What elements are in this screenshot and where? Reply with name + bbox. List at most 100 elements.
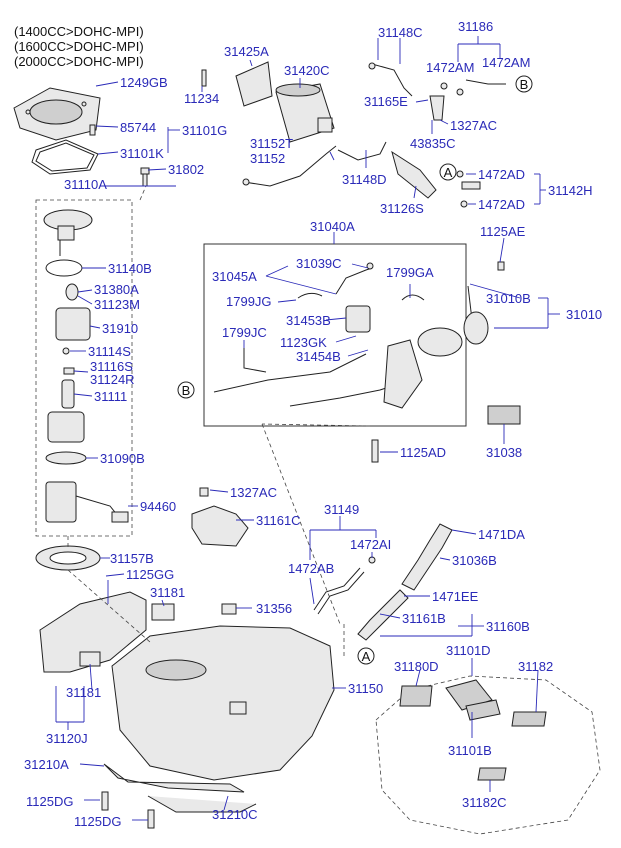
part-label-31802: 31802 [168, 162, 204, 177]
hose-31148c [368, 62, 413, 97]
part-label-31124r: 31124R [90, 372, 135, 387]
part-label-1472ab: 1472AB [288, 561, 334, 576]
pump-cover-plate [13, 87, 101, 141]
part-label-31182c: 31182C [462, 795, 507, 810]
part-label-1472am-1: 1472AM [426, 60, 474, 75]
reference-markers: A A B B [177, 75, 533, 665]
part-label-1472ai: 1472AI [350, 537, 391, 552]
part-label-31180d: 31180D [394, 659, 439, 674]
tank-detail-outline [375, 675, 601, 835]
part-label-31149: 31149 [324, 502, 359, 517]
canister-bracket [235, 61, 273, 107]
fuel-tank-31150 [111, 603, 335, 781]
part-label-11234: 11234 [184, 91, 219, 106]
part-label-1123gk: 1123GK [280, 335, 327, 350]
heat-shield-31120j [39, 591, 175, 673]
part-label-31182: 31182 [518, 659, 553, 674]
pump-retainer-ring [35, 545, 101, 571]
part-label-31123m: 31123M [94, 297, 140, 312]
part-label-31152t: 31152T [250, 136, 293, 151]
marker-b-module-label: B [182, 383, 191, 398]
marker-a-tank-label: A [362, 649, 371, 664]
part-label-1471da: 1471DA [478, 527, 525, 542]
part-label-31161b: 31161B [402, 611, 446, 626]
part-label-31140b: 31140B [108, 261, 152, 276]
clips-1472ad [456, 170, 481, 208]
part-label-31161c: 31161C [256, 513, 301, 528]
part-label-31110a: 31110A [64, 177, 107, 192]
hose-31036b [401, 523, 453, 591]
part-label-1249gb: 1249GB [120, 75, 168, 90]
part-label-31157b: 31157B [110, 551, 154, 566]
leader-lines [55, 36, 560, 821]
part-label-31036b: 31036B [452, 553, 497, 568]
part-label-31356: 31356 [256, 601, 292, 616]
part-label-31040a: 31040A [310, 219, 355, 234]
part-label-31148d: 31148D [342, 172, 387, 187]
part-label-31910: 31910 [102, 321, 138, 336]
part-label-31038: 31038 [486, 445, 522, 460]
part-label-31454b: 31454B [296, 349, 341, 364]
bolt-1125ae [497, 261, 505, 271]
marker-a-top [439, 163, 457, 181]
part-label-94460: 94460 [140, 499, 176, 514]
engine-variant-2: (1600CC>DOHC-MPI) [14, 39, 144, 54]
marker-a-tank [357, 647, 375, 665]
part-label-31210c: 31210C [212, 807, 258, 822]
part-label-1125dg-2: 1125DG [74, 814, 121, 829]
part-label-31010: 31010 [566, 307, 602, 322]
part-label-1125ad: 1125AD [400, 445, 446, 460]
part-label-31186: 31186 [458, 19, 493, 34]
pump-gasket-ring [31, 139, 99, 175]
part-label-1472ad-1: 1472AD [478, 167, 525, 182]
engine-variants: (1400CC>DOHC-MPI) (1600CC>DOHC-MPI) (200… [14, 24, 144, 69]
marker-b-module [177, 381, 195, 399]
part-label-31120j: 31120J [46, 731, 88, 746]
part-label-31116s: 31116S [90, 359, 133, 374]
part-label-1125ae: 1125AE [480, 224, 526, 239]
filter-31126s [391, 150, 437, 199]
hose-31186 [440, 79, 506, 96]
label-31038 [487, 405, 521, 425]
part-label-1799jc: 1799JC [222, 325, 267, 340]
part-label-31142h: 31142H [548, 183, 593, 198]
part-label-31039c: 31039C [296, 256, 342, 271]
marker-a-top-label: A [444, 165, 453, 180]
fuel-gauge-sender [463, 285, 489, 345]
bolt-85744 [89, 124, 96, 136]
part-label-43835c: 43835C [410, 136, 456, 151]
part-label-31453b: 31453B [286, 313, 331, 328]
part-label-1327ac-2: 1327AC [230, 485, 277, 500]
part-label-31380a: 31380A [94, 282, 139, 297]
part-label-31101b: 31101B [448, 743, 492, 758]
pump-assembly-box [35, 199, 133, 537]
part-label-1125gg: 1125GG [126, 567, 174, 582]
reference-lines [67, 185, 371, 656]
part-label-1799ga: 1799GA [386, 265, 434, 280]
part-label-31150: 31150 [348, 681, 383, 696]
part-labels: 1249GB 85744 31101G 31101K 31802 31110A … [24, 19, 602, 829]
bolt-11234 [201, 69, 207, 87]
part-label-31148c: 31148C [378, 25, 423, 40]
part-label-31101d: 31101D [446, 643, 491, 658]
part-label-31045a: 31045A [212, 269, 257, 284]
engine-variant-3: (2000CC>DOHC-MPI) [14, 54, 144, 69]
marker-b-top [515, 75, 533, 93]
marker-b-top-label: B [520, 77, 529, 92]
part-label-31090b: 31090B [100, 451, 145, 466]
part-label-31181-1: 31181 [150, 585, 185, 600]
part-label-31101g: 31101G [182, 123, 227, 138]
vapor-hose-31152 [242, 145, 337, 187]
part-label-31210a: 31210A [24, 757, 69, 772]
part-label-31425a: 31425A [224, 44, 269, 59]
tank-straps [101, 763, 257, 829]
bracket-31161c [191, 487, 249, 547]
engine-variant-1: (1400CC>DOHC-MPI) [14, 24, 144, 39]
part-label-31111: 31111 [94, 389, 127, 404]
part-label-31160b: 31160B [486, 619, 530, 634]
part-label-31152: 31152 [250, 151, 285, 166]
part-label-85744: 85744 [120, 120, 156, 135]
part-label-1472ad-2: 1472AD [478, 197, 525, 212]
part-label-31126s: 31126S [380, 201, 424, 216]
